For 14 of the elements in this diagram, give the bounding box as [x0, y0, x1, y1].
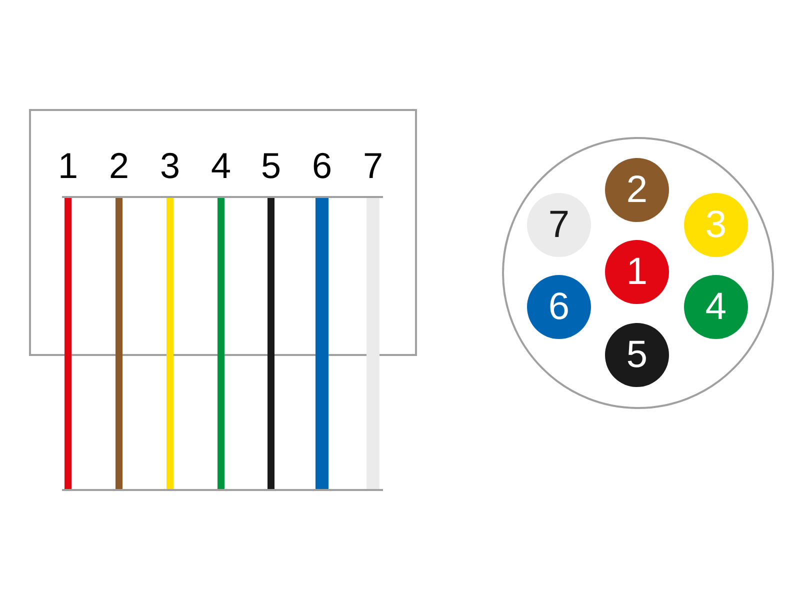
pin-number: 4: [211, 148, 232, 184]
pin-number: 5: [261, 148, 282, 184]
pin-number: 6: [312, 148, 332, 184]
pin-number: 4: [705, 288, 727, 326]
pin-number: 7: [363, 148, 384, 184]
pin-number: 6: [548, 288, 570, 326]
pin-number: 5: [626, 336, 648, 374]
pin-number: 3: [705, 206, 727, 244]
pin-number: 3: [160, 148, 180, 184]
pin-number: 2: [109, 148, 130, 184]
pin-number: 7: [548, 206, 570, 244]
pin-number: 2: [626, 171, 648, 209]
pin-number: 1: [58, 148, 78, 184]
pin-number: 1: [626, 253, 648, 291]
